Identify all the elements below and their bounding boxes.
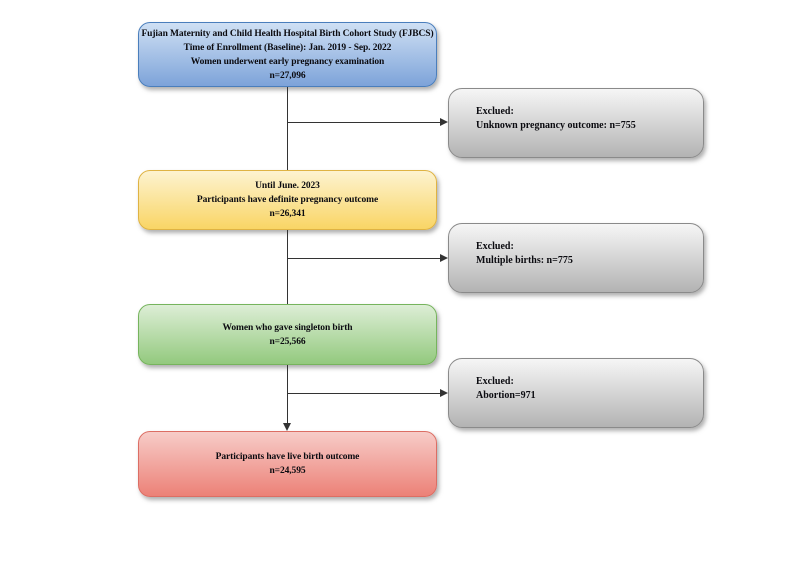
excluded-unknown-reason: Unknown pregnancy outcome: n=755 bbox=[476, 120, 636, 131]
box-singleton-birth: Women who gave singleton birth n=25,566 bbox=[138, 304, 437, 365]
connector-to-excluded-multiple bbox=[287, 258, 440, 259]
connector-enrollment-to-definite bbox=[287, 87, 288, 170]
arrowhead-right-icon bbox=[440, 118, 448, 126]
connector-to-excluded-abortion bbox=[287, 393, 440, 394]
excluded-multiple-reason: Multiple births: n=775 bbox=[476, 255, 573, 266]
box-enrollment-title: Fujian Maternity and Child Health Hospit… bbox=[141, 28, 434, 39]
arrowhead-down-icon bbox=[283, 423, 291, 431]
excluded-multiple-label: Exclued: bbox=[476, 241, 514, 252]
connector-to-excluded-unknown bbox=[287, 122, 440, 123]
box-enrollment-period: Time of Enrollment (Baseline): Jan. 2019… bbox=[183, 42, 392, 53]
arrowhead-right-icon bbox=[440, 254, 448, 262]
box-live-birth-description: Participants have live birth outcome bbox=[215, 452, 360, 462]
excluded-abortion-reason: Abortion=971 bbox=[476, 390, 536, 401]
box-singleton-birth-count: n=25,566 bbox=[269, 336, 306, 347]
box-definite-outcome-description: Participants have definite pregnancy out… bbox=[196, 195, 379, 205]
box-definite-outcome-date: Until June. 2023 bbox=[255, 181, 320, 191]
connector-singleton-to-livebirth bbox=[287, 365, 288, 424]
box-enrollment-count: n=27,096 bbox=[269, 70, 306, 81]
box-enrollment-description: Women underwent early pregnancy examinat… bbox=[190, 56, 385, 67]
box-definite-outcome-count: n=26,341 bbox=[269, 209, 306, 219]
box-definite-outcome: Until June. 2023 Participants have defin… bbox=[138, 170, 437, 230]
box-excluded-unknown-outcome: Exclued: Unknown pregnancy outcome: n=75… bbox=[448, 88, 704, 158]
box-singleton-birth-description: Women who gave singleton birth bbox=[222, 322, 353, 333]
connector-definite-to-singleton bbox=[287, 230, 288, 304]
box-enrollment: Fujian Maternity and Child Health Hospit… bbox=[138, 22, 437, 87]
excluded-abortion-label: Exclued: bbox=[476, 376, 514, 387]
box-live-birth-count: n=24,595 bbox=[269, 466, 306, 476]
box-excluded-abortion: Exclued: Abortion=971 bbox=[448, 358, 704, 428]
excluded-unknown-label: Exclued: bbox=[476, 106, 514, 117]
box-live-birth: Participants have live birth outcome n=2… bbox=[138, 431, 437, 497]
box-excluded-multiple-births: Exclued: Multiple births: n=775 bbox=[448, 223, 704, 293]
arrowhead-right-icon bbox=[440, 389, 448, 397]
